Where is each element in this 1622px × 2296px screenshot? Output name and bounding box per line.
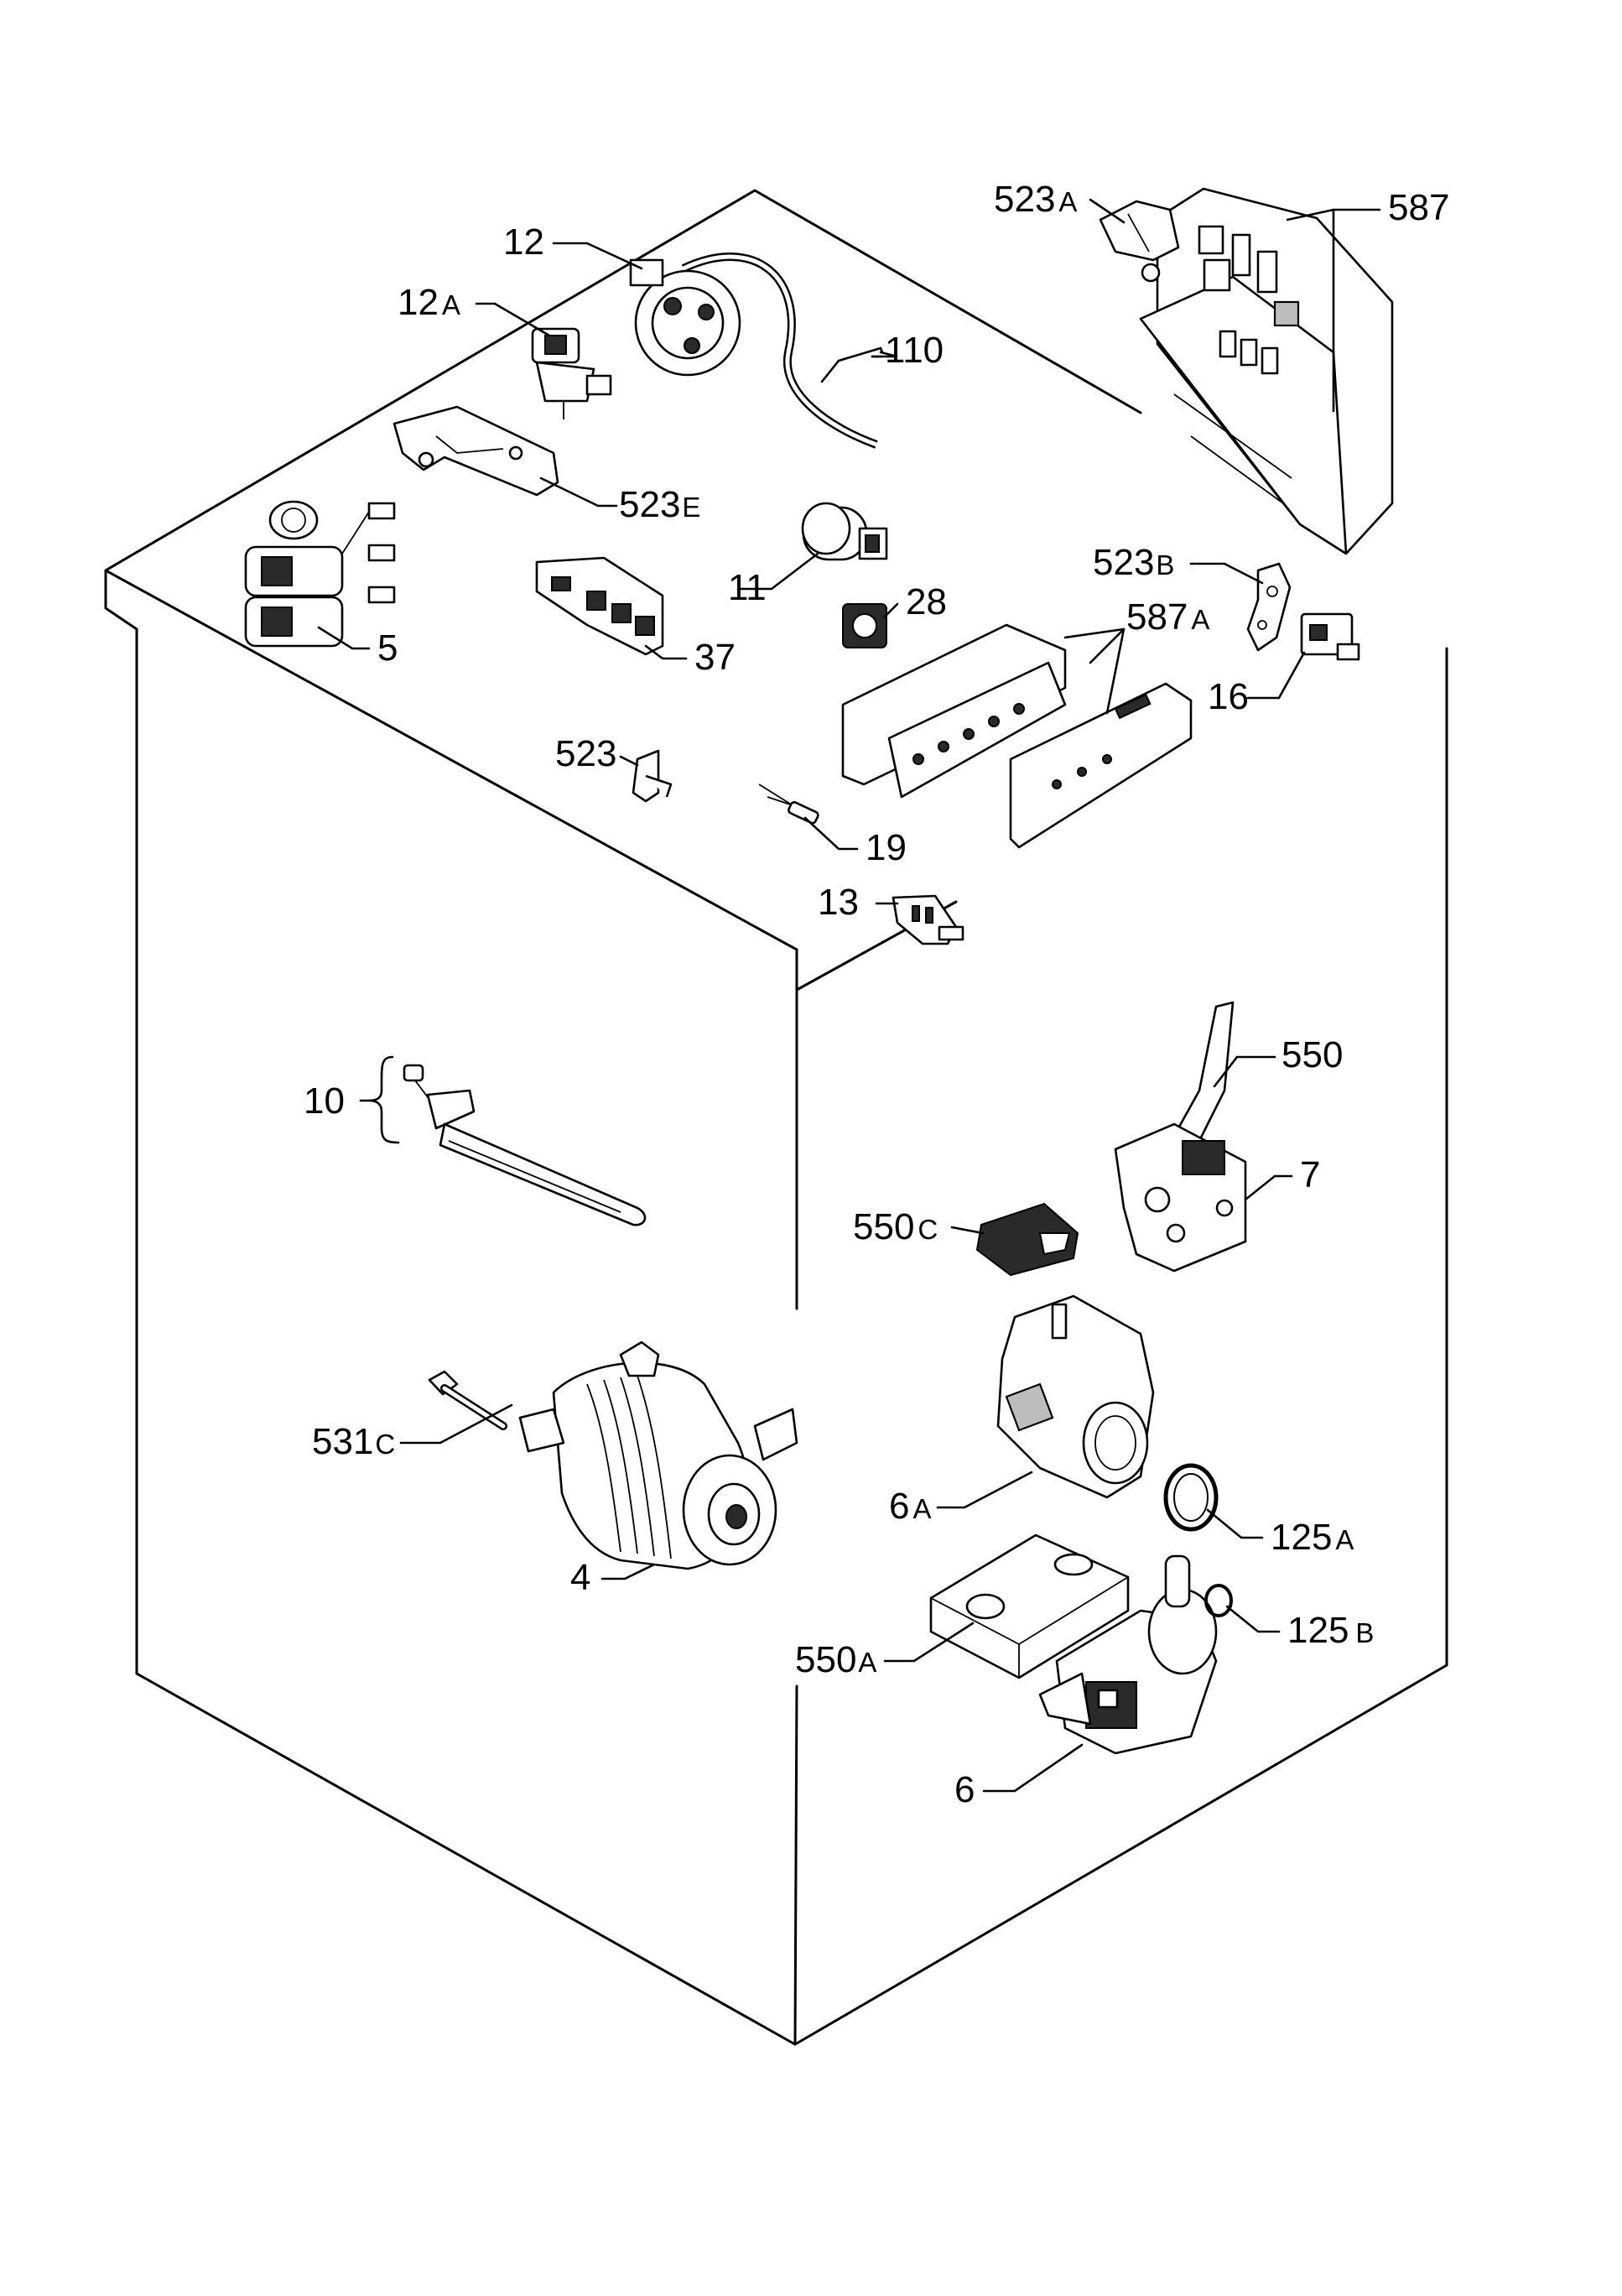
part-531c-bolt [428,1370,507,1430]
label-523e: 523E [619,484,700,525]
part-13-connector [892,894,964,945]
part-4-motor [518,1341,798,1570]
part-19-sensor [758,784,819,825]
part-587a-control-boards [841,623,1193,849]
label-5: 5 [377,627,398,669]
label-550a: 550A [795,1639,876,1680]
part-125b-seal [1204,1584,1233,1617]
label-16: 16 [1208,676,1249,717]
part-7-module [1114,1122,1247,1273]
part-6a-pump-housing [996,1294,1155,1499]
label-12: 12 [503,221,544,263]
part-5-inlet-valve [244,500,396,648]
part-125a-seal [1163,1463,1219,1532]
label-550: 550 [1281,1034,1343,1075]
cabinet-outline [104,189,1448,2046]
label-4: 4 [570,1557,590,1598]
label-110: 110 [885,330,944,371]
part-523e-bracket [393,405,559,497]
part-110-hose [681,253,878,449]
part-6-drain-pump [1038,1554,1218,1755]
label-6: 6 [954,1769,975,1810]
label-523: 523 [555,733,616,774]
part-11-capacitor [801,502,888,561]
label-587: 587 [1388,187,1449,228]
part-10-heater [403,1064,647,1226]
heater-label-bracket [359,1055,400,1144]
part-523-clip [632,749,673,803]
part-37-terminal-block [535,556,664,656]
label-10: 10 [304,1080,345,1122]
label-37: 37 [694,637,736,678]
label-531c: 531C [312,1421,395,1462]
leader-lines [317,198,1381,1793]
part-550c-cover [975,1202,1079,1277]
label-28: 28 [906,581,947,622]
label-7: 7 [1300,1154,1320,1195]
part-523a-bracket [1099,200,1180,283]
part-550a-cover [929,1533,1130,1679]
label-11: 11 [728,567,767,608]
part-12-pressure-switch [629,258,741,377]
part-523b-bracket [1246,562,1292,652]
part-28-gasket [842,603,887,648]
part-12a-pressure-sensor [531,327,612,419]
label-523b: 523B [1093,542,1174,583]
label-13: 13 [818,882,859,923]
part-16-door-lock [1300,612,1360,661]
label-19: 19 [866,827,907,868]
